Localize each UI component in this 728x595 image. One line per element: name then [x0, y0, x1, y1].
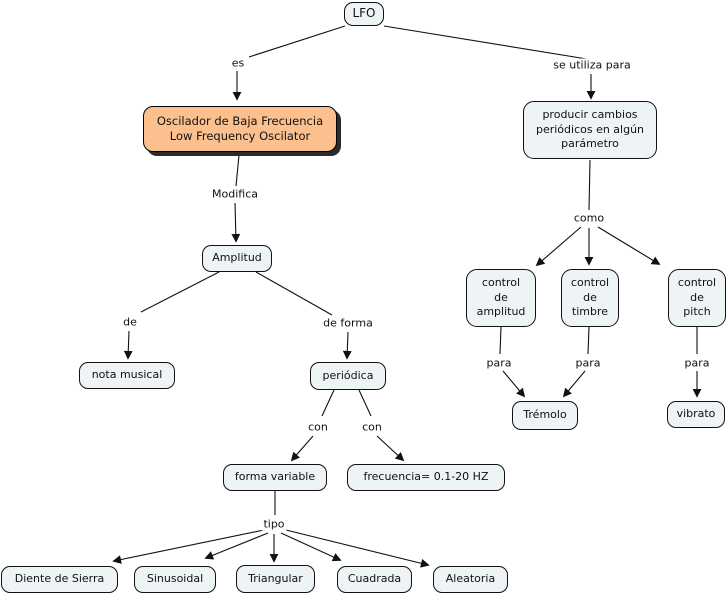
- link-de[interactable]: de: [121, 315, 139, 329]
- node-frecuencia[interactable]: frecuencia= 0.1-20 HZ: [347, 464, 505, 491]
- link-tipo[interactable]: tipo: [261, 517, 287, 531]
- node-control-de-amplitud[interactable]: control de amplitud: [466, 269, 536, 327]
- node-sinusoidal[interactable]: Sinusoidal: [134, 566, 216, 593]
- node-control-de-timbre[interactable]: control de timbre: [561, 269, 619, 327]
- link-se-utiliza-para[interactable]: se utiliza para: [551, 58, 633, 72]
- node-producir-cambios[interactable]: producir cambios periódicos en algún par…: [523, 101, 657, 159]
- link-de-forma[interactable]: de forma: [321, 316, 375, 330]
- link-para-1[interactable]: para: [484, 356, 514, 370]
- link-con-1[interactable]: con: [306, 420, 330, 434]
- link-es[interactable]: es: [229, 56, 247, 70]
- node-amplitud[interactable]: Amplitud: [202, 245, 272, 272]
- link-como[interactable]: como: [571, 211, 607, 225]
- node-cuadrada[interactable]: Cuadrada: [337, 566, 412, 593]
- node-oscilador-baja-frecuencia[interactable]: Oscilador de Baja Frecuencia Low Frequen…: [143, 106, 337, 152]
- node-triangular[interactable]: Triangular: [236, 565, 315, 593]
- node-forma-variable[interactable]: forma variable: [223, 464, 327, 491]
- link-para-2[interactable]: para: [573, 356, 603, 370]
- node-nota-musical[interactable]: nota musical: [79, 362, 175, 389]
- node-lfo[interactable]: LFO: [344, 2, 384, 26]
- link-con-2[interactable]: con: [360, 420, 384, 434]
- node-control-de-pitch[interactable]: control de pitch: [668, 269, 726, 327]
- node-vibrato[interactable]: vibrato: [667, 401, 725, 428]
- node-tremolo[interactable]: Trémolo: [512, 401, 578, 430]
- link-para-3[interactable]: para: [682, 356, 712, 370]
- link-modifica[interactable]: Modifica: [210, 187, 260, 201]
- node-aleatoria[interactable]: Aleatoria: [433, 566, 508, 593]
- node-periodica[interactable]: periódica: [310, 362, 386, 390]
- node-diente-de-sierra[interactable]: Diente de Sierra: [1, 566, 118, 593]
